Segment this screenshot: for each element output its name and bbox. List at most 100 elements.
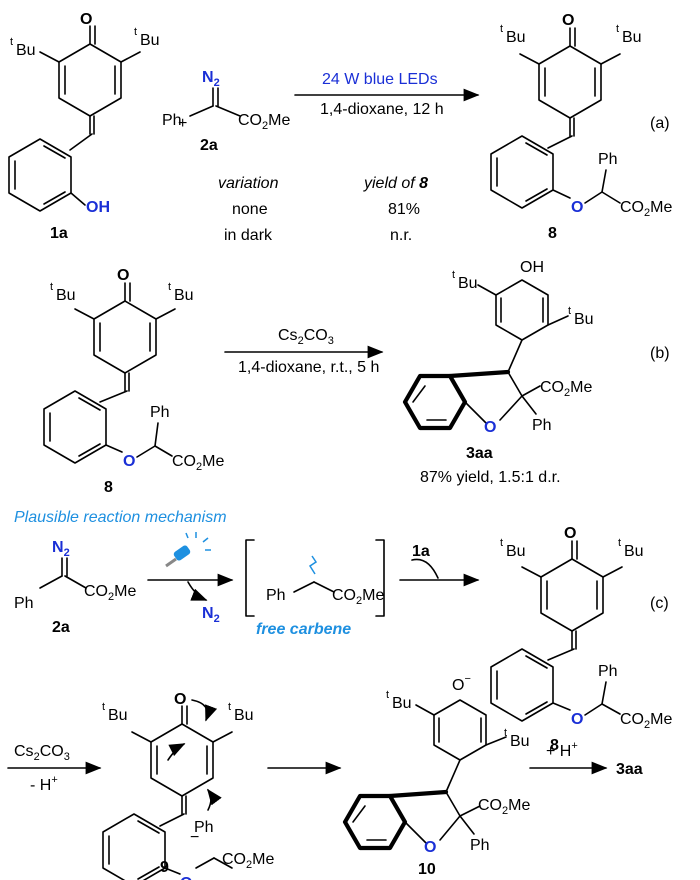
diazo-N2-label: N2 (52, 539, 70, 559)
electron-pair-icon (308, 555, 318, 575)
compound-label-8: 8 (550, 737, 559, 754)
phenyl-label: Ph (532, 417, 552, 434)
compound-3aa-structure: OH t Bu t Bu O CO2Me Ph 3aa (402, 259, 594, 462)
tbu-sup: t (616, 23, 619, 35)
phenol-OH-label: OH (86, 199, 110, 216)
tbu-label: Bu (506, 543, 526, 560)
ether-O-label: O (180, 875, 192, 880)
phenyl-label: Ph (470, 837, 490, 854)
condition-base-b: Cs2CO3 (278, 327, 334, 347)
ester-label: CO2Me (620, 711, 672, 731)
n2-loss-arrow (187, 581, 208, 601)
tbu-label: Bu (458, 275, 478, 292)
row-yield: 81% (388, 201, 420, 218)
condition-base-c: Cs2CO3 (14, 743, 70, 763)
diazo-N2-label: N2 (202, 69, 220, 89)
compound-8-structure: O t Bu t Bu O Ph CO2Me 8 (490, 12, 672, 242)
compound-10-structure: O− t Bu t Bu O CO2Me Ph 10 (342, 673, 530, 878)
ester-label: CO2Me (222, 851, 274, 871)
ketone-O-label: O (80, 11, 92, 28)
phenyl-label: Ph (266, 587, 286, 604)
tbu-sup: t (102, 701, 105, 713)
tbu-sup: t (50, 281, 53, 293)
tbu-sup: t (568, 305, 571, 317)
mechanism-heading: Plausible reaction mechanism (14, 509, 227, 526)
ester-label: CO2Me (620, 199, 672, 219)
row-yield: n.r. (390, 227, 412, 244)
condition-solvent-b: 1,4-dioxane, r.t., 5 h (238, 359, 379, 376)
panel-a: O t Bu t Bu OH 1a + N2 Ph CO2Me 2a 24 W … (8, 11, 672, 244)
final-product-label: 3aa (616, 761, 643, 778)
compound-2a-structure: N2 Ph CO2Me 2a (162, 69, 290, 154)
compound-8-structure: O t Bu t Bu O Ph CO2Me 8 (490, 525, 672, 754)
compound-label-2a: 2a (200, 137, 218, 154)
reagent-curve (411, 558, 439, 579)
reagent-1a-label: 1a (412, 543, 430, 560)
phenyl-label: Ph (150, 404, 170, 421)
phenyl-label: Ph (598, 663, 618, 680)
bracket-left (245, 539, 255, 617)
compound-9-structure: O t Bu t Bu O Ph − CO2Me 9 (102, 691, 274, 880)
tbu-sup: t (168, 281, 171, 293)
ester-label: CO2Me (332, 587, 384, 607)
electron-flow-arrow (167, 743, 186, 761)
phenyl-label: Ph (194, 819, 214, 836)
compound-label-2a: 2a (52, 619, 70, 636)
furan-O-label: O (424, 839, 436, 856)
condition-light: 24 W blue LEDs (322, 71, 438, 88)
table-header-yield: yield of 8 (363, 175, 428, 192)
bracket-right (375, 539, 385, 617)
tbu-label: Bu (624, 543, 644, 560)
tbu-sup: t (228, 701, 231, 713)
ester-label: CO2Me (238, 112, 290, 132)
compound-label-10: 10 (418, 861, 436, 878)
electron-flow-arrow (191, 699, 218, 722)
table-header-variation: variation (218, 175, 279, 192)
furan-O-label: O (484, 419, 496, 436)
phenyl-label: Ph (162, 112, 182, 129)
ester-label: CO2Me (172, 453, 224, 473)
compound-2a-structure: N2 Ph CO2Me 2a (14, 539, 136, 636)
ketone-O-label: O (174, 691, 186, 708)
plus-sign: + (178, 115, 187, 132)
compound-label-8: 8 (548, 225, 557, 242)
row-variation: in dark (224, 227, 273, 244)
tbu-sup: t (500, 537, 503, 549)
carbanion-minus: − (190, 829, 199, 846)
tbu-sup: t (618, 537, 621, 549)
protonation-label: + H+ (546, 740, 578, 760)
tbu-label: Bu (56, 287, 76, 304)
tbu-label: Bu (574, 311, 594, 328)
deprotonation-label: - H+ (30, 774, 58, 794)
compound-1a-structure: O t Bu t Bu OH 1a (8, 11, 160, 242)
tbu-sup: t (134, 26, 137, 38)
phenyl-label: Ph (598, 151, 618, 168)
compound-label-9: 9 (160, 859, 169, 876)
carbene-intermediate: Ph CO2Me free carbene (245, 539, 385, 638)
tbu-label: Bu (16, 42, 36, 59)
panel-tag-a: (a) (650, 115, 670, 132)
ketone-O-label: O (562, 12, 574, 29)
tbu-label: Bu (174, 287, 194, 304)
ether-O-label: O (571, 199, 583, 216)
tbu-sup: t (452, 269, 455, 281)
ether-O-label: O (571, 711, 583, 728)
ester-label: CO2Me (84, 583, 136, 603)
compound-8-structure: O t Bu t Bu O Ph CO2Me 8 (43, 267, 224, 496)
free-carbene-label: free carbene (256, 621, 351, 638)
row-variation: none (232, 201, 268, 218)
phenyl-label: Ph (14, 595, 34, 612)
panel-tag-b: (b) (650, 345, 670, 362)
panel-b: O t Bu t Bu O Ph CO2Me 8 Cs2CO3 1,4-diox… (43, 259, 670, 496)
ketone-O-label: O (117, 267, 129, 284)
ether-O-label: O (123, 453, 135, 470)
compound-label-3aa: 3aa (466, 445, 493, 462)
tbu-sup: t (10, 36, 13, 48)
yield-result-b: 87% yield, 1.5:1 d.r. (420, 469, 561, 486)
phenol-OH-label: OH (520, 259, 544, 276)
compound-label-8: 8 (104, 479, 113, 496)
tbu-sup: t (504, 727, 507, 739)
tbu-label: Bu (392, 695, 412, 712)
ketone-O-label: O (564, 525, 576, 542)
panel-tag-c: (c) (650, 595, 669, 612)
